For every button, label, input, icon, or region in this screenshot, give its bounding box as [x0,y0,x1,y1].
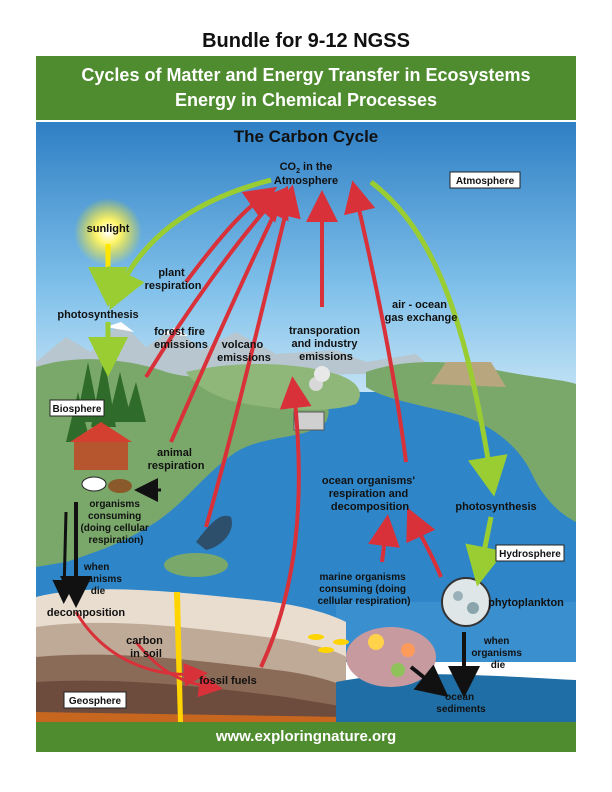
plant-respiration-label: plant respiration [145,267,202,292]
website-footer: www.exploringnature.org [36,722,576,752]
diagram-title: The Carbon Cycle [234,127,379,146]
sun [74,198,142,266]
forest-fire-arrow [144,188,285,379]
biosphere-tag: Biosphere [49,399,105,417]
title-banner: Cycles of Matter and Energy Transfer in … [36,56,576,120]
cow [81,476,107,492]
ocean-organisms-respiration-label: ocean organisms' respiration and decompo… [322,475,418,513]
volcano-arrow [204,184,301,528]
forest [66,357,146,442]
when-organisms-die-label: when organisms die [71,562,124,597]
volcano-label: volcano emissions [217,339,271,364]
co2-atmosphere-label: Atmosphere [274,175,338,187]
svg-text:Atmosphere: Atmosphere [456,176,515,187]
air-ocean-label: air - ocean gas exchange [385,299,458,324]
photosynthesis-land-arrow [108,177,272,311]
animal-respiration-arrow [169,185,289,443]
hydrosphere-tag: Hydrosphere [495,544,565,562]
marine-respiration-arrow-1 [368,514,400,563]
ocean-respiration-arrow [344,180,408,463]
bundle-title: Bundle for 9-12 NGSS [202,30,410,52]
marine-respiration-arrow-2 [406,507,443,578]
photosynthesis-land-label: photosynthesis [57,309,138,321]
ocean-when-die-label: when organisms die [471,636,524,671]
ocean-sediments-label: ocean sediments [436,692,486,715]
co2-label: CO2 in the [280,161,333,175]
organisms-consuming-label: organisms consuming (doing cellular resp… [80,499,151,546]
factory [293,411,325,431]
atmosphere-tag: Atmosphere [449,171,521,189]
sunlight-label: sunlight [87,223,130,235]
transport-label: transporation and industry emissions [289,325,363,363]
svg-text:Biosphere: Biosphere [53,404,102,415]
reef-sediment-arrow [409,664,449,697]
land-right [366,362,576,522]
ocean-photosynthesis-arrow [465,516,505,587]
ocean-photosynthesis-label: photosynthesis [455,501,536,513]
fossil-fuels-label: fossil fuels [199,675,256,687]
cow [108,479,132,493]
animal-respiration-label: animal respiration [148,447,205,472]
svg-text:Geosphere: Geosphere [69,696,122,707]
island [164,553,228,577]
barn [74,440,128,470]
organisms-die-arrow-2 [52,511,77,604]
forest-fire-label: forest fire emissions [154,326,208,351]
svg-text:Hydrosphere: Hydrosphere [499,549,561,560]
phytoplankton-label: phytoplankton [488,597,564,609]
decomposition-label: decomposition [47,607,126,619]
decomposition-to-soil-arrow [74,611,208,687]
geosphere-tag: Geosphere [63,691,127,709]
air-ocean-exchange-arrow [369,180,508,497]
phytoplankton-magnifier [441,577,491,627]
marine-organisms-label: marine organisms consuming (doing cellul… [318,572,411,607]
banner-line-1: Cycles of Matter and Energy Transfer in … [81,65,531,85]
carbon-cycle-diagram: The Carbon Cycle CO2 in the Atmosphere A… [36,122,576,722]
banner-line-2: Energy in Chemical Processes [174,90,438,110]
soil-to-fossil-arrow [134,641,223,698]
fossil-fuel-arrow [259,376,312,668]
carbon-in-soil-label: carbon in soil [126,635,166,660]
